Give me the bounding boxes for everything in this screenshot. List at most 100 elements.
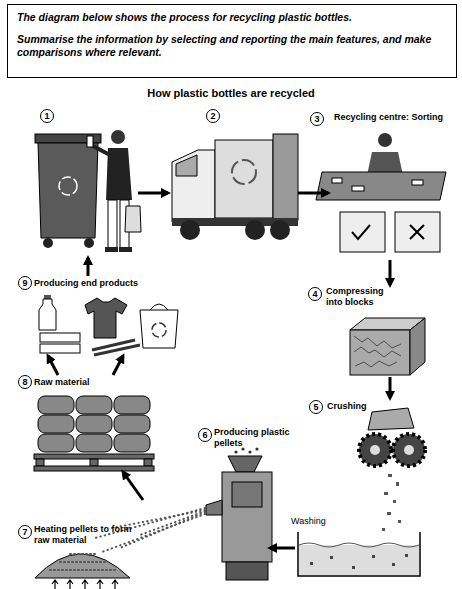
step-label: Raw material (34, 377, 134, 388)
truck (172, 134, 298, 240)
recycle-symbol (232, 160, 256, 184)
truck-wheel (245, 220, 265, 240)
conveyor-belt (316, 172, 446, 200)
process-step: 7Heating pellets to form raw material (18, 500, 193, 584)
compressed-block (350, 318, 425, 375)
block-piece (368, 408, 414, 430)
bottle (412, 180, 423, 185)
step-number: 7 (18, 525, 32, 539)
person-leg (108, 200, 117, 248)
process-step: 9Producing end products (18, 276, 188, 356)
truck-cab (172, 150, 215, 222)
heat-arrows (52, 580, 118, 589)
water-surface (299, 543, 419, 547)
diagram-title: How plastic bottles are recycled (0, 87, 462, 99)
step-number: 5 (309, 400, 323, 414)
truck-body (215, 140, 273, 218)
roller-axle (404, 445, 414, 455)
person-arm (93, 146, 110, 155)
pellet (255, 447, 258, 450)
step-number: 9 (18, 276, 32, 290)
crusher (359, 408, 425, 531)
pallet-top (34, 454, 154, 459)
bin-wheel (43, 238, 53, 248)
bottle (39, 299, 56, 330)
step-number: 8 (18, 375, 32, 389)
flow-arrow (123, 472, 143, 500)
worker-head (378, 133, 392, 147)
truck-wheel (180, 220, 200, 240)
process-step: 8Raw material (18, 375, 158, 472)
material-bag (114, 396, 150, 414)
flow-arrow (298, 192, 328, 195)
process-step: 1 (30, 108, 138, 258)
pellet-machine (206, 447, 272, 580)
process-step: 5Crushing (295, 398, 445, 578)
bin-body (38, 143, 98, 238)
bin-wheel (84, 238, 94, 248)
pellet-stream (140, 511, 205, 535)
person-head (111, 130, 125, 144)
plastic-flakes (382, 474, 401, 531)
prompt-text: The diagram below shows the process for … (17, 11, 447, 24)
step-label: Recycling centre: Sorting (334, 112, 458, 123)
pellet (241, 447, 244, 450)
step-number: 1 (40, 109, 54, 123)
material-bag (114, 434, 150, 452)
food-container (40, 333, 80, 342)
sorting-box (340, 212, 385, 252)
person (87, 130, 141, 252)
tank-outline (298, 532, 420, 576)
pallet-block (144, 459, 152, 466)
block-front (350, 330, 410, 375)
material-bag (38, 396, 74, 414)
raw-material-stack (34, 396, 154, 471)
bottle (352, 186, 364, 191)
tick-symbol (352, 225, 370, 239)
heap-texture (50, 554, 115, 570)
crushing-roller (359, 434, 391, 466)
flow-arrow (87, 258, 90, 276)
block-side (410, 318, 425, 375)
step-number: 2 (206, 109, 220, 123)
crushing-roller (393, 434, 425, 466)
material-bag (38, 415, 74, 433)
shoe (119, 247, 132, 252)
bottle-cap (44, 295, 51, 299)
flow-arrow (113, 356, 123, 375)
flow-arrow (389, 377, 392, 398)
pallet-base (34, 466, 154, 471)
material-bag (76, 396, 112, 414)
step-number: 6 (198, 428, 212, 442)
machine-body (222, 472, 272, 562)
bag (125, 206, 141, 232)
bottle (332, 178, 342, 183)
machine-panel (232, 482, 262, 507)
pellet-heap (35, 554, 130, 589)
material-bag (114, 415, 150, 433)
shopping-bag (140, 310, 178, 348)
machine-base (226, 562, 268, 580)
prompt-box: The diagram below shows the process for … (7, 4, 457, 78)
step-label: Heating pellets to form raw material (34, 524, 139, 545)
truck-loader (273, 134, 298, 220)
recycle-symbol (59, 177, 77, 195)
bottle (87, 136, 93, 147)
sorting-station (316, 133, 446, 252)
pallet-block (36, 459, 44, 466)
plastic-flakes (310, 554, 408, 569)
heap (35, 554, 130, 578)
pallet-block (90, 459, 98, 466)
flow-arrow (138, 192, 168, 195)
process-step: 2 (168, 108, 298, 238)
pellet (248, 450, 251, 453)
roller-axle (370, 445, 380, 455)
flow-arrow (389, 260, 392, 285)
step-number: 3 (310, 112, 324, 126)
pencil (94, 345, 140, 355)
step-label: Compressing into blocks (326, 286, 396, 307)
machine-hopper (228, 456, 262, 472)
process-step: 6Producing plastic pellets (198, 422, 270, 582)
